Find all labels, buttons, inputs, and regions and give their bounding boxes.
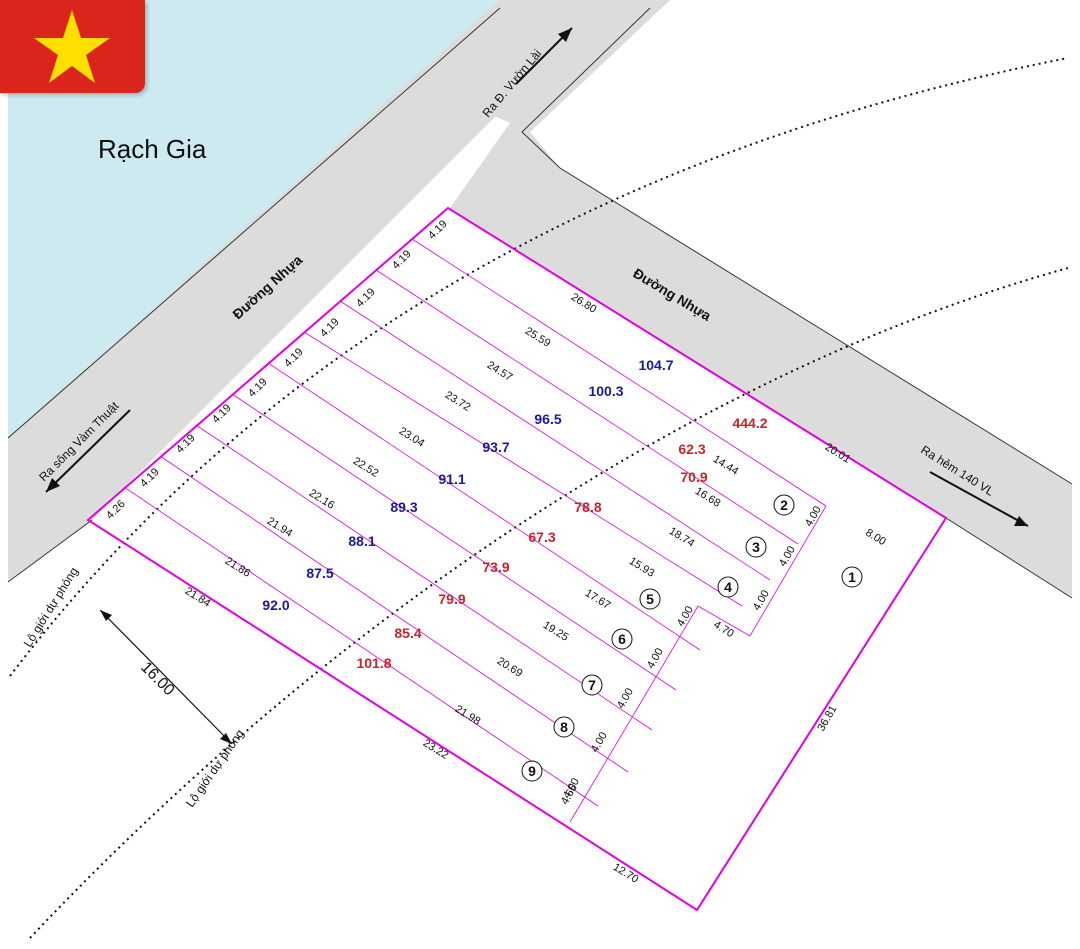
lot-area: 93.7: [482, 439, 509, 455]
lot-boundary: [86, 206, 948, 912]
road-right: [450, 0, 1072, 598]
setback-line-lower: [29, 267, 1069, 939]
lot-line: [195, 424, 653, 731]
rear-area: 70.9: [680, 469, 707, 485]
lot-number-circle: [611, 628, 633, 650]
rear-area: 101.8: [356, 655, 391, 671]
lot-number-circle: [639, 588, 661, 610]
rear-area: 444.2: [732, 415, 767, 431]
lot-line: [123, 486, 599, 807]
lot-line: [267, 362, 701, 651]
lot-area: 96.5: [534, 411, 561, 427]
lot-number-circle: [841, 566, 863, 588]
arrow-right: [929, 471, 1029, 527]
lot-subdivision-lines: [123, 238, 827, 823]
lot-number: 4: [724, 579, 732, 595]
lot-area: 91.1: [438, 471, 465, 487]
arrow-left: [45, 409, 131, 493]
lot-area: 88.1: [348, 533, 375, 549]
lot-line: [411, 238, 827, 507]
lot-area: 104.7: [638, 357, 673, 373]
lot-number: 7: [588, 677, 596, 693]
lot-number: 8: [560, 719, 568, 735]
flag-icon: [0, 0, 145, 93]
rear-area: 79.9: [438, 591, 465, 607]
lot-area: 89.3: [390, 499, 417, 515]
arrow-right-head: [1014, 516, 1028, 526]
lot-number: 2: [780, 497, 788, 513]
lot-number-circle: [773, 494, 795, 516]
lot-line: [375, 269, 799, 545]
rear-area: 62.3: [678, 441, 705, 457]
rear-area: 73.9: [482, 559, 509, 575]
rear-area: 85.4: [394, 625, 421, 641]
lot-number: 6: [618, 631, 626, 647]
lot-line: [159, 455, 629, 773]
road-top-spur: [470, 0, 670, 132]
rear-area: 78.8: [574, 499, 601, 515]
lot-line: [569, 605, 699, 823]
arrow-left-head: [46, 478, 60, 492]
lot-number: 9: [528, 763, 536, 779]
city-label: Rạch Gia: [98, 134, 207, 164]
lot-line: [749, 505, 827, 637]
flag-star-icon: [34, 10, 110, 83]
lot-line: [697, 605, 751, 637]
lot-number: 5: [646, 591, 654, 607]
rear-area: 67.3: [528, 529, 555, 545]
lot-number-circle: [553, 716, 575, 738]
lot-line: [231, 393, 677, 691]
lot-line: [339, 300, 771, 581]
road-left: [8, 0, 612, 582]
lot-number-circle: [717, 576, 739, 598]
lot-number-circle: [581, 674, 603, 696]
setback-dimension-line: [99, 609, 233, 745]
lot-number-circle: [521, 760, 543, 782]
lot-area: 87.5: [306, 565, 333, 581]
lot-number: 1: [848, 569, 856, 585]
lot-area: 92.0: [262, 597, 289, 613]
lot-number: 3: [752, 539, 760, 555]
lot-line: [303, 331, 743, 607]
arrow-top-head: [558, 28, 572, 42]
lot-number-circle: [745, 536, 767, 558]
lot-area: 100.3: [588, 383, 623, 399]
